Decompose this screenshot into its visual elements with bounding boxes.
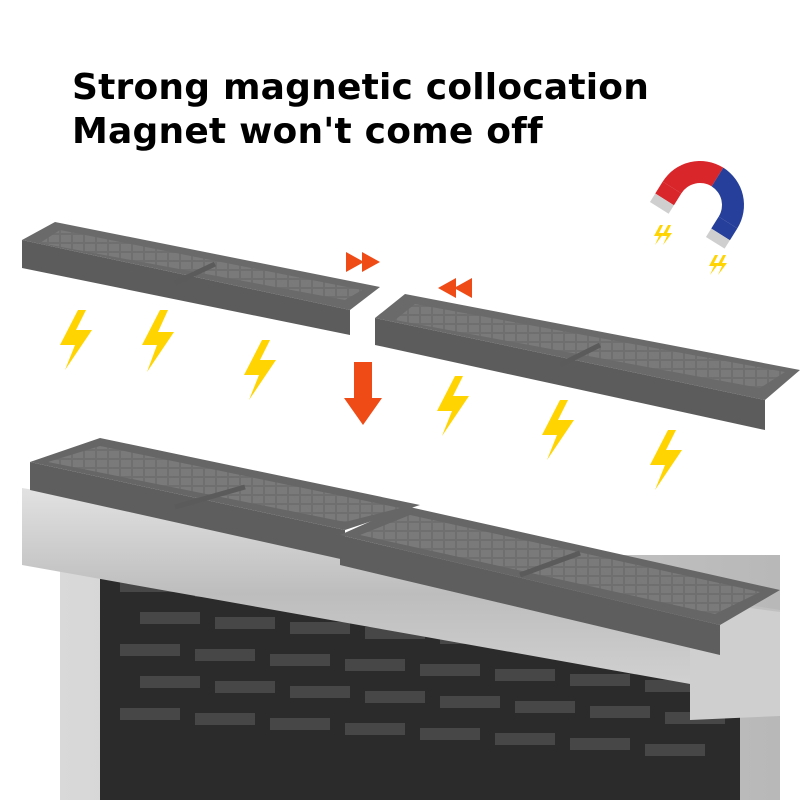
lightning-bolt-icon [654,225,664,245]
double-arrow-right-icon [346,252,380,272]
tray-mounted-left [30,438,420,560]
lightning-bolt-icon [244,340,276,400]
lightning-bolt-icon [717,255,727,275]
headline-line-2: Magnet won't come off [72,111,543,152]
lightning-bolt-icon [542,400,574,460]
arrow-down-icon [344,362,382,425]
magnet-icon [649,161,744,249]
lightning-bolt-icon [437,376,469,436]
tray-floating-right [375,294,800,430]
double-arrow-left-icon [438,278,472,298]
lightning-bolt-icon [662,225,672,245]
lightning-bolt-icon [60,310,92,370]
tray-mounted-right [340,506,780,655]
lightning-bolt-icon [650,430,682,490]
tray-floating-left [22,222,380,335]
headline-line-1: Strong magnetic collocation [72,67,650,108]
lightning-bolt-icon [709,255,719,275]
lightning-bolt-icon [142,310,174,372]
headline: Strong magnetic collocation Magnet won't… [72,66,649,154]
steel-top-rail [22,488,780,700]
